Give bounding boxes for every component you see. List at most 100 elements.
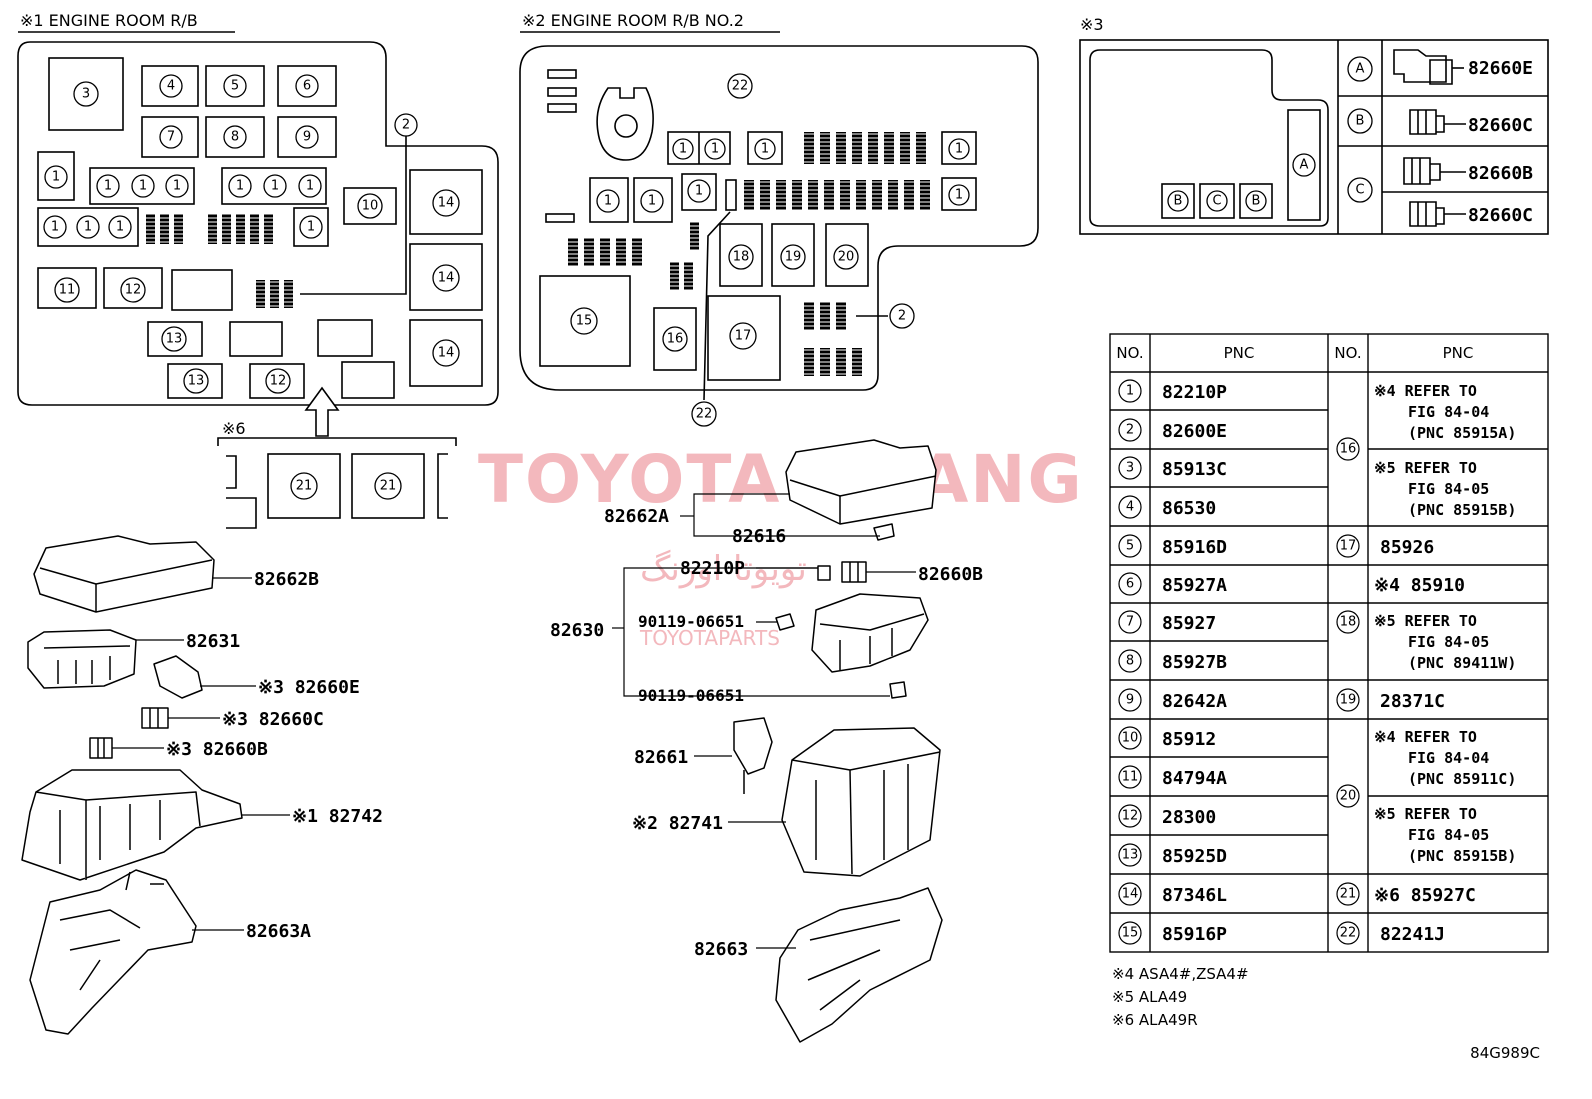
footnote-5: ※5 ALA49 <box>1112 988 1187 1006</box>
parts-table <box>1109 333 1549 953</box>
svg-text:2: 2 <box>402 118 410 133</box>
svg-text:FIG 84-04: FIG 84-04 <box>1408 749 1489 767</box>
svg-text:1: 1 <box>52 170 60 185</box>
svg-text:※4 REFER TO: ※4 REFER TO <box>1374 382 1477 400</box>
svg-text:7: 7 <box>1126 615 1134 630</box>
table-row: 85925D <box>1162 846 1227 867</box>
svg-text:C: C <box>1212 194 1221 209</box>
leader-lines-left <box>112 577 290 931</box>
table-row: 85912 <box>1162 729 1216 750</box>
relay-82616-drawing <box>873 523 895 541</box>
svg-text:1: 1 <box>306 179 314 194</box>
svg-text:2: 2 <box>1126 423 1134 438</box>
svg-text:(PNC 85911C): (PNC 85911C) <box>1408 770 1516 788</box>
svg-text:10: 10 <box>362 199 379 214</box>
svg-text:6: 6 <box>1126 577 1134 592</box>
part-82661-label: 82661 <box>634 747 688 768</box>
svg-text:11: 11 <box>1122 770 1139 785</box>
svg-text:14: 14 <box>438 346 455 361</box>
svg-text:※4 REFER TO: ※4 REFER TO <box>1374 728 1477 746</box>
bolt-2-drawing <box>889 681 907 699</box>
table-left-pnc: 82210P 82600E 85913C 86530 85916D 85927A… <box>1162 382 1227 945</box>
svg-text:1: 1 <box>761 142 769 157</box>
part-82663-label: 82663 <box>694 939 748 960</box>
header-no-1: NO. <box>1116 344 1143 362</box>
svg-text:21: 21 <box>296 479 313 494</box>
table-row: 86530 <box>1162 498 1216 519</box>
connector-view: ※3 <box>1079 15 1549 235</box>
cover-82662A-drawing <box>785 439 937 525</box>
callouts <box>43 56 1373 500</box>
svg-text:1: 1 <box>104 179 112 194</box>
header-pnc-1: PNC <box>1224 344 1255 362</box>
table-row: 85927B <box>1162 652 1227 673</box>
section-title-er-rb: ※1 ENGINE ROOM R/B <box>20 11 198 30</box>
engine-room-rb2-diagram: ※2 ENGINE ROOM R/B NO.2 <box>519 11 1039 401</box>
svg-text:5: 5 <box>1126 539 1134 554</box>
part-82630-label: 82630 <box>550 620 604 641</box>
part-82663A-label: 82663A <box>246 921 311 942</box>
svg-text:(PNC 89411W): (PNC 89411W) <box>1408 654 1516 672</box>
svg-text:4: 4 <box>1126 500 1134 515</box>
svg-text:1: 1 <box>604 194 612 209</box>
svg-text:19: 19 <box>785 250 802 265</box>
svg-text:※5 REFER TO: ※5 REFER TO <box>1374 612 1477 630</box>
part-82660C-sub-label: ※3 82660C <box>222 709 324 730</box>
watermark: TOYOTA ORANG تویوتا اورنگ TOYOTAPARTS <box>478 441 1084 650</box>
svg-text:18: 18 <box>1340 615 1357 630</box>
svg-text:1: 1 <box>1126 384 1134 399</box>
svg-text:19: 19 <box>1340 693 1357 708</box>
svg-text:1: 1 <box>648 194 656 209</box>
table-row: 84794A <box>1162 768 1227 789</box>
svg-text:A: A <box>1356 62 1365 77</box>
engine-room-rb-diagram: ※1 ENGINE ROOM R/B <box>17 11 499 529</box>
part-82660E-sub-label: ※3 82660E <box>258 677 360 698</box>
svg-text:4: 4 <box>167 79 175 94</box>
svg-text:15: 15 <box>1122 926 1139 941</box>
part-82660C-label: 82660C <box>1468 115 1533 136</box>
svg-text:3: 3 <box>82 87 90 102</box>
watermark-site: TOYOTAPARTS <box>639 626 780 650</box>
svg-text:12: 12 <box>270 374 287 389</box>
table-right-pnc: ※4 REFER TO FIG 84-04 (PNC 85915A) ※5 RE… <box>1374 382 1516 945</box>
svg-text:1: 1 <box>307 220 315 235</box>
svg-text:※5 REFER TO: ※5 REFER TO <box>1374 805 1477 823</box>
footnote-4: ※4 ASA4#,ZSA4# <box>1112 965 1249 983</box>
block-82630-drawing <box>811 593 929 673</box>
svg-text:82241J: 82241J <box>1380 924 1445 945</box>
svg-text:22: 22 <box>1340 926 1357 941</box>
table-headers: NO. PNC NO. PNC <box>1116 344 1473 362</box>
watermark-persian: تویوتا اورنگ <box>640 549 807 589</box>
table-row: 85916P <box>1162 924 1227 945</box>
header-no-2: NO. <box>1334 344 1361 362</box>
part-82660E-label: 82660E <box>1468 58 1533 79</box>
svg-text:9: 9 <box>1126 693 1134 708</box>
svg-text:※6 85927C: ※6 85927C <box>1374 885 1476 906</box>
svg-text:(PNC 85915A): (PNC 85915A) <box>1408 424 1516 442</box>
svg-text:85926: 85926 <box>1380 537 1434 558</box>
connector-82660C-drawing <box>141 707 169 729</box>
svg-text:14: 14 <box>438 196 455 211</box>
svg-text:15: 15 <box>576 314 593 329</box>
exploded-view-left <box>21 535 243 1035</box>
connector-82660E-drawing <box>153 655 203 699</box>
bolt-1-drawing <box>775 613 795 631</box>
bolt-90119-06651-label-2: 90119-06651 <box>638 686 744 705</box>
table-row: 82600E <box>1162 421 1227 442</box>
svg-text:17: 17 <box>735 329 752 344</box>
svg-text:2: 2 <box>898 309 906 324</box>
connector-82660B-r-drawing <box>841 561 867 583</box>
watermark-main: TOYOTA ORANG <box>478 441 1084 518</box>
bolt-90119-06651-label-1: 90119-06651 <box>638 612 744 631</box>
table-row: 85916D <box>1162 537 1227 558</box>
fuse-blocks-er-rb <box>146 214 293 308</box>
figure-id: 84G989C <box>1470 1044 1540 1062</box>
section-title-lhd: ※6 <box>222 419 246 438</box>
svg-text:※4 85910: ※4 85910 <box>1374 575 1465 596</box>
leader-lines-center <box>612 493 916 949</box>
connector-82660C-icon <box>1409 109 1445 135</box>
svg-text:1: 1 <box>679 142 687 157</box>
svg-text:21: 21 <box>1340 887 1357 902</box>
svg-text:1: 1 <box>51 220 59 235</box>
table-row: 85927 <box>1162 613 1216 634</box>
